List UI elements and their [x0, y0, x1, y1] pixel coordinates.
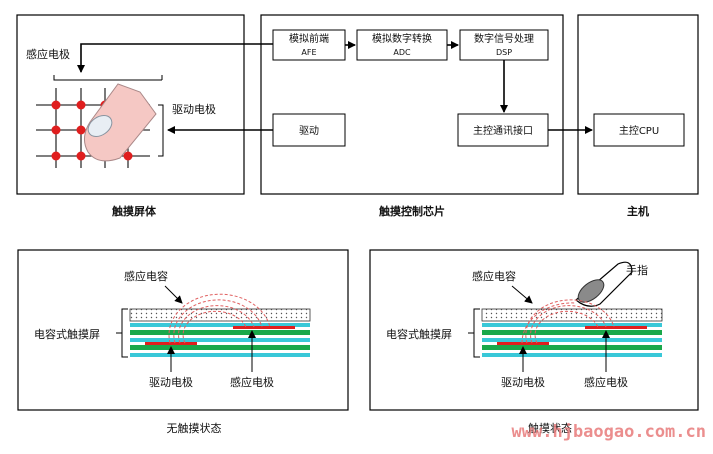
- touch-sense-label: 感应电极: [584, 375, 628, 389]
- host-caption: 主机: [627, 204, 649, 218]
- cpu-box-label: 主控CPU: [619, 124, 659, 137]
- drive-box: [272, 113, 346, 147]
- host-panel: [577, 14, 699, 195]
- no-touch-sense-cap-pointer: [164, 285, 183, 304]
- chip-panel: [260, 14, 564, 195]
- no-touch-layers: [129, 308, 311, 357]
- no-touch-drive-electrode: [145, 342, 197, 345]
- touch-screen-brace: [468, 308, 480, 358]
- connection-arrows: [77, 41, 593, 134]
- touchscreen-caption: 触摸屏体: [111, 204, 157, 218]
- no-touch-caption: 无触摸状态: [167, 421, 222, 435]
- sense-electrode-label: 感应电极: [26, 47, 70, 61]
- afe-label-cn: 模拟前端: [289, 32, 329, 45]
- touch-drive-electrode: [497, 342, 549, 345]
- interface-box: [457, 113, 549, 147]
- touch-drive-label: 驱动电极: [501, 375, 545, 389]
- touch-panel: [369, 249, 699, 411]
- adc-box: [356, 29, 448, 61]
- touch-sense-cap-label: 感应电容: [472, 269, 516, 283]
- sense-brace: [53, 75, 163, 81]
- interface-box-label: 主控通讯接口: [473, 124, 533, 137]
- no-touch-sense-cap-label: 感应电容: [124, 269, 168, 283]
- touch-field-lines: [521, 299, 615, 344]
- no-touch-sense-label: 感应电极: [230, 375, 274, 389]
- touch-sense-electrode: [585, 326, 647, 329]
- dsp-label-en: DSP: [496, 48, 512, 57]
- touch-layers: [481, 308, 663, 357]
- finger-label: 手指: [626, 263, 648, 277]
- adc-label-en: ADC: [393, 48, 411, 57]
- watermark: www.hjbaogao.com.cn: [512, 422, 706, 442]
- finger-illustration: [84, 83, 157, 162]
- no-touch-field-lines: [168, 293, 271, 344]
- no-touch-sense-electrode: [233, 326, 295, 329]
- afe-box: [272, 29, 346, 61]
- dsp-box: [459, 29, 549, 61]
- drive-brace: [158, 104, 164, 157]
- no-touch-drive-label: 驱动电极: [149, 375, 193, 389]
- touch-finger-illustration: [575, 261, 633, 307]
- adc-label-cn: 模拟数字转换: [372, 32, 432, 45]
- no-touch-panel: [17, 249, 349, 411]
- chip-caption: 触摸控制芯片: [378, 204, 445, 218]
- cpu-box: [593, 113, 685, 147]
- drive-electrode-label: 驱动电极: [172, 102, 216, 116]
- touchscreen-panel: [16, 14, 245, 195]
- drive-box-label: 驱动: [299, 125, 319, 137]
- touch-sense-cap-pointer: [511, 285, 533, 304]
- dsp-label-cn: 数字信号处理: [474, 32, 534, 45]
- touch-screen-label: 电容式触摸屏: [386, 327, 452, 341]
- afe-label-en: AFE: [301, 48, 316, 57]
- no-touch-screen-brace: [116, 308, 128, 358]
- no-touch-screen-label: 电容式触摸屏: [34, 327, 100, 341]
- touch-caption: 触摸状态: [528, 421, 572, 435]
